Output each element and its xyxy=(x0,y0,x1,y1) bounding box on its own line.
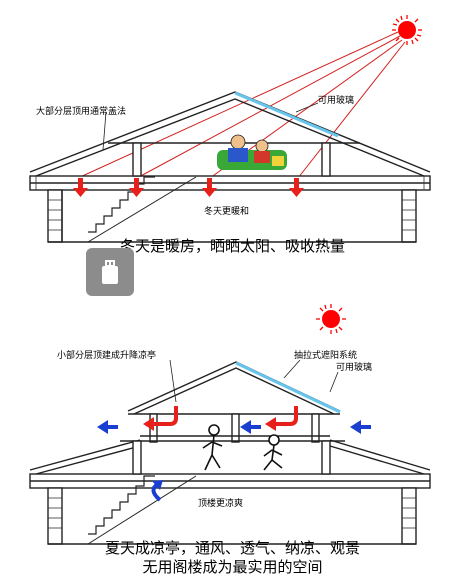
sun-icon xyxy=(392,15,422,45)
people-icon xyxy=(202,424,283,471)
label-inside: 冬天更暖和 xyxy=(204,205,249,217)
wall-bricks xyxy=(48,497,416,529)
caption-bottom-2: 无用阁楼成为最实用的空间 xyxy=(142,558,323,576)
top-panel: 大部分层顶用通常盖法 可用玻璃 冬天更暖和 xyxy=(29,15,431,243)
caption-top: 冬天是暖房，晒晒太阳、吸收热量 xyxy=(119,237,345,255)
heat-arrow xyxy=(202,178,217,197)
label-glass: 可用玻璃 xyxy=(318,94,354,106)
wall-bricks xyxy=(35,176,425,231)
usb-drive-icon xyxy=(102,260,118,284)
caption-bottom-1: 夏天成凉亭，通风、透气、纳凉、观景 xyxy=(104,539,360,557)
heat-arrow xyxy=(289,178,304,197)
people-icon xyxy=(217,134,287,170)
label-roof: 大部分层顶用通常盖法 xyxy=(36,105,126,117)
bottom-house xyxy=(29,439,431,545)
label-pavilion: 小部分层顶建成升降凉亭 xyxy=(57,349,156,361)
label-system: 抽拉式遮阳系统 xyxy=(294,349,357,361)
bottom-panel: 小部分层顶建成升降凉亭 抽拉式遮阳系统 可用玻璃 顶楼更凉爽 xyxy=(29,304,431,545)
stairs xyxy=(88,176,155,233)
airflow-blue xyxy=(97,420,371,434)
heat-arrow xyxy=(129,178,144,197)
stairs-rail xyxy=(87,176,197,243)
stairs xyxy=(88,475,155,535)
sun-icon xyxy=(316,304,346,334)
stairs-rail xyxy=(87,475,197,545)
label-glass: 可用玻璃 xyxy=(336,361,372,373)
heat-arrows xyxy=(73,178,304,197)
pavilion xyxy=(127,361,341,443)
heat-arrow xyxy=(73,178,88,197)
usb-drive-badge[interactable] xyxy=(86,248,134,296)
arrow-head-red xyxy=(265,417,276,431)
label-inside: 顶楼更凉爽 xyxy=(198,497,243,509)
airflow-red xyxy=(152,406,298,426)
arrow-head-red xyxy=(143,417,154,431)
